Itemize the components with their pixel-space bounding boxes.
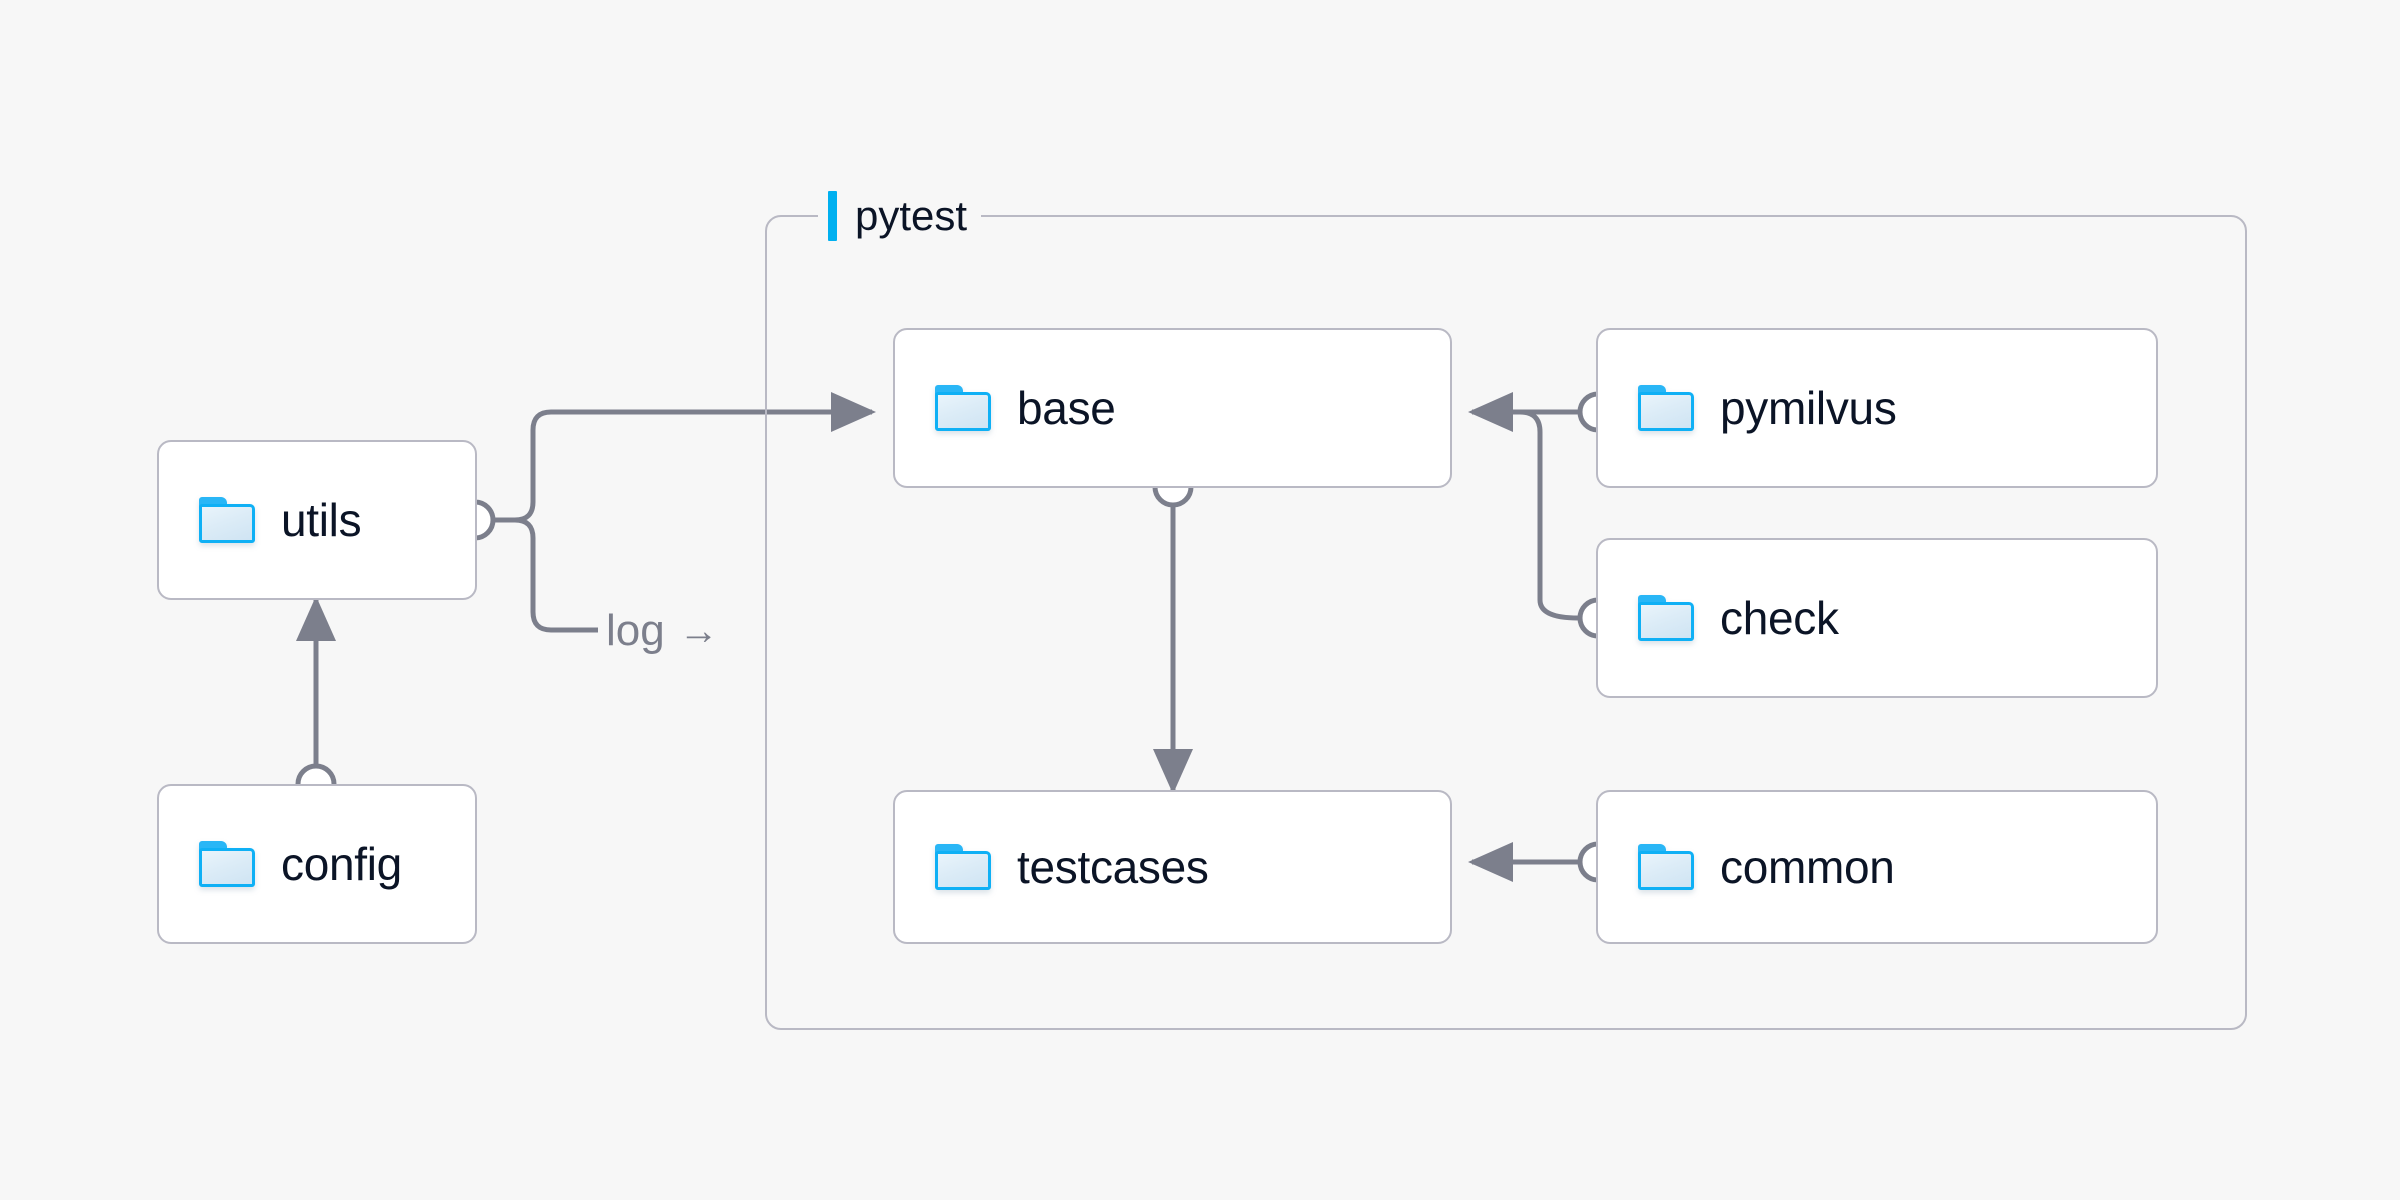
node-utils-label: utils: [281, 494, 362, 546]
node-config-label: config: [281, 838, 402, 890]
pytest-group-label: pytest: [818, 190, 982, 242]
edge-label-log-text: log: [606, 606, 665, 655]
folder-icon: [199, 841, 255, 887]
folder-icon: [1638, 385, 1694, 431]
node-common-label: common: [1720, 841, 1895, 893]
folder-icon: [1638, 595, 1694, 641]
node-base-label: base: [1017, 382, 1116, 434]
folder-icon: [935, 385, 991, 431]
folder-icon: [199, 497, 255, 543]
pytest-group-container: [765, 215, 2247, 1030]
vertical-bar-icon: [828, 191, 837, 241]
node-utils[interactable]: utils: [157, 440, 477, 600]
edge-label-log: log →: [598, 604, 727, 658]
node-common[interactable]: common: [1596, 790, 2158, 944]
folder-icon: [935, 844, 991, 890]
node-base[interactable]: base: [893, 328, 1452, 488]
pytest-group-label-text: pytest: [855, 192, 968, 239]
edge-utils-log: [493, 517, 600, 633]
node-check[interactable]: check: [1596, 538, 2158, 698]
node-config[interactable]: config: [157, 784, 477, 944]
node-testcases-label: testcases: [1017, 841, 1209, 893]
edge-config-to-utils: [295, 595, 337, 805]
node-check-label: check: [1720, 592, 1839, 644]
arrow-right-icon: →: [678, 609, 719, 653]
node-pymilvus[interactable]: pymilvus: [1596, 328, 2158, 488]
node-pymilvus-label: pymilvus: [1720, 382, 1897, 434]
folder-icon: [1638, 844, 1694, 890]
node-testcases[interactable]: testcases: [893, 790, 1452, 944]
